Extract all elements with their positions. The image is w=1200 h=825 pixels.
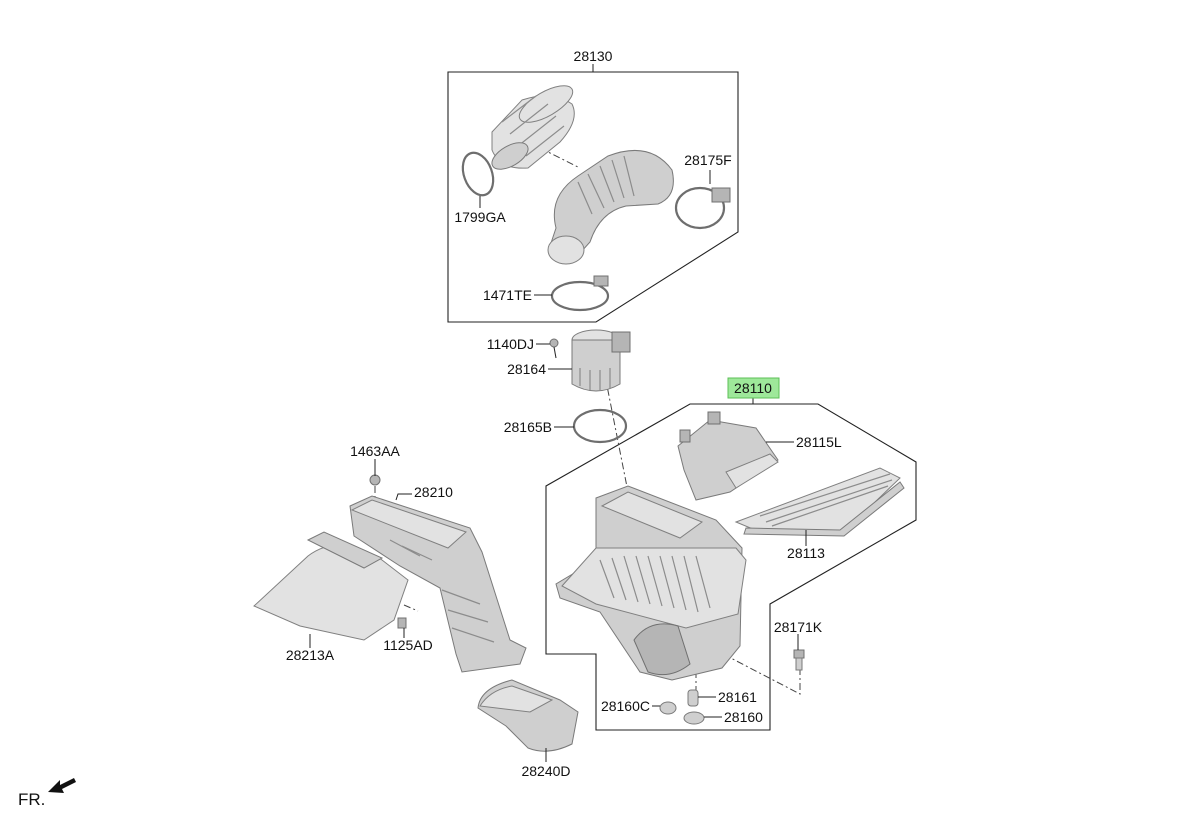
label-28210: 28210 (414, 484, 453, 500)
label-1471TE: 1471TE (483, 287, 532, 303)
label-28160C: 28160C (601, 698, 650, 714)
clamp-1471TE (550, 275, 610, 312)
hose-elbow (547, 149, 674, 265)
filter-element-28113 (734, 467, 905, 537)
label-28175F: 28175F (684, 152, 731, 168)
air-cleaner-body (555, 485, 747, 681)
clamp-1799GA (461, 151, 495, 197)
assembly-line-bolt (403, 604, 419, 612)
label-28110[interactable]: 28110 (734, 380, 772, 396)
clip-1463AA (369, 474, 381, 486)
hose-corrugated (491, 85, 575, 170)
label-28165B: 28165B (504, 419, 552, 435)
grommet-28160 (683, 711, 705, 725)
air-guide-28213A (253, 531, 409, 641)
label-28130: 28130 (574, 48, 613, 64)
bolt-1125AD (397, 617, 407, 629)
label-28240D: 28240D (521, 763, 570, 779)
label-28115L: 28115L (796, 434, 842, 450)
leader-28210 (395, 493, 412, 501)
gasket-28165B (572, 408, 628, 444)
label-28164: 28164 (507, 361, 546, 377)
intake-duct-28210 (349, 495, 527, 673)
front-arrow-icon (48, 778, 76, 793)
label-28171K: 28171K (774, 619, 823, 635)
label-1463AA: 1463AA (350, 443, 400, 459)
highlight-28110[interactable] (727, 377, 780, 399)
bolt-28171K (793, 649, 805, 671)
clamp-28175F (674, 186, 731, 230)
frame-28110 (545, 403, 917, 731)
mount-28160C (659, 701, 677, 715)
label-28213A: 28213A (286, 647, 335, 663)
resonator-28240D (477, 679, 579, 752)
front-indicator-label: FR. (18, 790, 45, 809)
frame-28130 (447, 71, 739, 323)
mount-28161 (687, 689, 699, 707)
label-28160: 28160 (724, 709, 763, 725)
air-flow-sensor-28164 (571, 329, 631, 392)
air-cleaner-cover-28115L (677, 411, 779, 501)
label-1799GA: 1799GA (454, 209, 506, 225)
assembly-line-bolt-box (699, 641, 801, 695)
assembly-line-sensor (595, 329, 629, 493)
label-1140DJ: 1140DJ (487, 336, 534, 352)
screw-1140DJ (549, 338, 559, 359)
label-28113: 28113 (787, 545, 825, 561)
label-1125AD: 1125AD (383, 637, 433, 653)
label-28161: 28161 (718, 689, 757, 705)
